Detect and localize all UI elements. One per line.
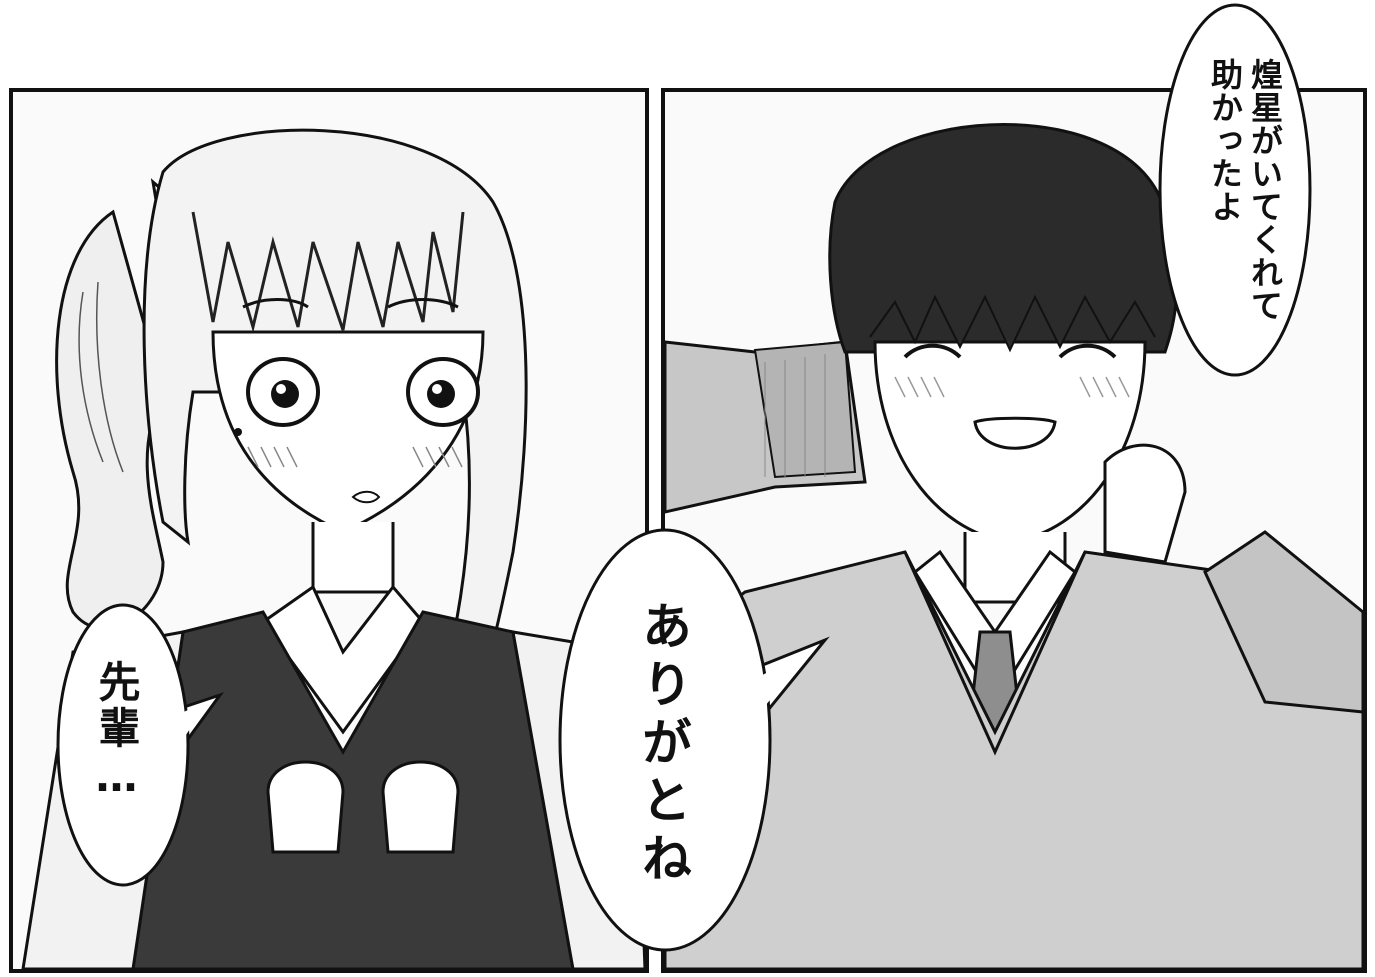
panel-right xyxy=(661,88,1367,973)
boy-illustration xyxy=(665,92,1363,969)
speech-bubble-girl: 先輩… xyxy=(55,600,224,890)
boy-dialogue-thank-you: ありがとね xyxy=(634,600,692,890)
speech-bubble-boy-middle: ありがとね xyxy=(555,520,830,955)
speech-bubble-boy-top: 煌星がいてくれて 助かったよ xyxy=(1155,0,1315,386)
boy-dialogue-thanks-for-help: 煌星がいてくれて 助かったよ xyxy=(1206,58,1284,322)
girl-dialogue-senpai: 先輩… xyxy=(92,660,141,805)
